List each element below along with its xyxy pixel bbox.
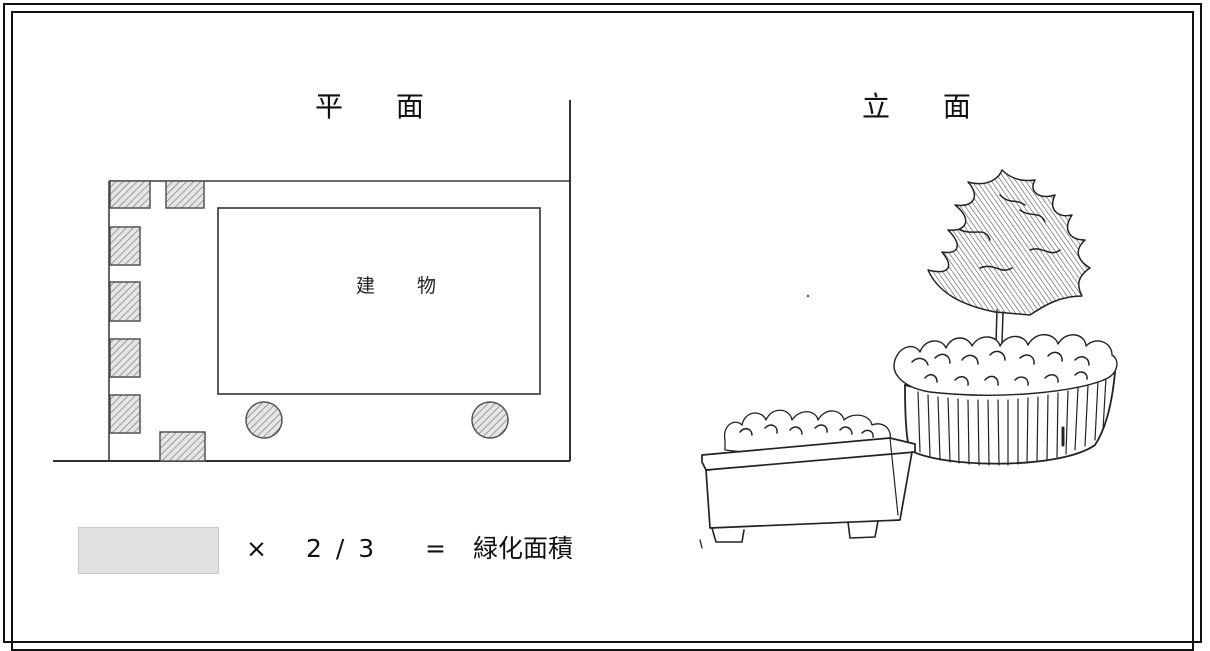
legend-result-label: 緑化面積: [473, 534, 574, 563]
building-label: 建 物: [356, 275, 454, 297]
box-planter-elevation: [699, 409, 916, 549]
building-outline: [217, 207, 541, 395]
planter-left-2: [109, 281, 141, 322]
planter-left-3: [109, 338, 141, 378]
plan-view: [53, 100, 571, 462]
plan-heading: 平 面: [315, 90, 446, 123]
drawing-canvas: 建 物: [53, 100, 1118, 549]
elevation-view: [699, 169, 1118, 549]
planter-left-4: [109, 394, 141, 434]
legend-equals-sign: =: [425, 534, 446, 563]
legend-fraction: 2 / 3: [306, 534, 375, 563]
planter-left-1: [109, 226, 141, 266]
planter-bottom: [159, 431, 206, 462]
stray-dot: [806, 294, 810, 298]
elevation-heading: 立 面: [862, 90, 993, 123]
legend-multiply-sign: ×: [246, 534, 267, 563]
planter-top-2: [165, 180, 205, 209]
legend-swatch: [78, 527, 219, 574]
round-planter-1: [245, 401, 283, 439]
tree-crown: [927, 169, 1091, 316]
planter-top-1: [109, 180, 151, 209]
round-planter-2: [471, 401, 509, 439]
round-planter-elevation: [893, 334, 1118, 466]
